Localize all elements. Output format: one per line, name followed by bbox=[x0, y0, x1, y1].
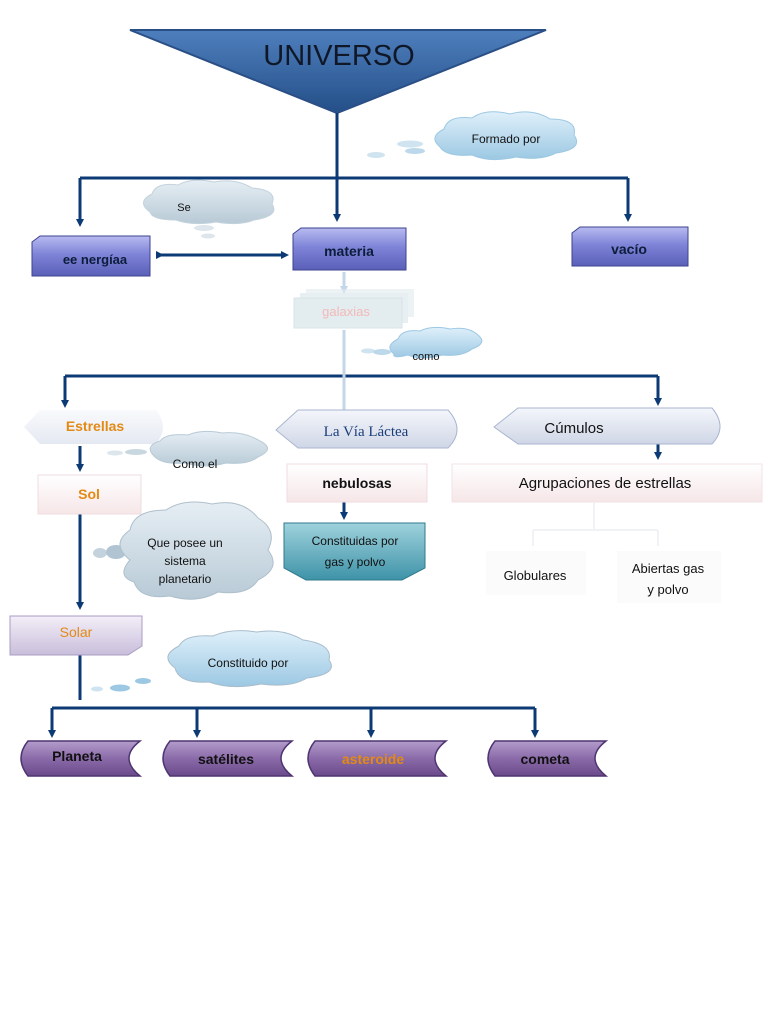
title-triangle: UNIVERSO bbox=[129, 29, 547, 115]
cloud-que-posee-line3: planetario bbox=[159, 572, 212, 586]
node-solar-text: Solar bbox=[60, 624, 93, 640]
node-solar: Solar bbox=[9, 615, 143, 656]
node-asteroide-text: asteroide bbox=[342, 751, 404, 767]
node-constituidas: Constituidas por gas y polvo bbox=[283, 522, 426, 581]
cloud-se: Se bbox=[143, 179, 275, 239]
cloud-como: como bbox=[361, 326, 483, 363]
node-sol-text: Sol bbox=[78, 486, 100, 502]
cloud-que-posee-line1: Que posee un bbox=[147, 536, 222, 550]
node-cumulos-text: Cúmulos bbox=[544, 420, 603, 437]
node-sol: Sol bbox=[37, 474, 142, 515]
node-via-lactea-text: La Vía Láctea bbox=[324, 424, 409, 440]
node-via-lactea: La Vía Láctea bbox=[275, 409, 458, 449]
node-abiertas-line2: y polvo bbox=[647, 582, 688, 597]
node-planeta-text: Planeta bbox=[52, 748, 102, 764]
cloud-constituido-por-text: Constituido por bbox=[208, 656, 289, 670]
node-constituidas-line2: gas y polvo bbox=[325, 555, 386, 569]
connector-lines bbox=[48, 113, 662, 738]
cloud-como-el: Como el bbox=[107, 430, 268, 471]
node-nebulosas: nebulosas bbox=[286, 463, 428, 503]
node-nebulosas-text: nebulosas bbox=[322, 475, 391, 491]
node-asteroide: asteroide bbox=[307, 740, 449, 777]
node-materia: materia bbox=[292, 227, 407, 271]
cloud-constituido-por: Constituido por bbox=[91, 630, 332, 692]
node-energia: ee nergíaa bbox=[31, 235, 151, 277]
node-satelites: satélites bbox=[162, 740, 295, 777]
node-constituidas-line1: Constituidas por bbox=[312, 534, 399, 548]
cloud-formado-por-text: Formado por bbox=[472, 132, 541, 146]
node-galaxias bbox=[293, 289, 414, 329]
node-estrellas: Estrellas bbox=[24, 410, 163, 444]
node-cometa: cometa bbox=[487, 740, 609, 777]
cloud-como-el-text: Como el bbox=[173, 457, 218, 471]
node-agrupaciones: Agrupaciones de estrellas bbox=[451, 463, 763, 503]
cluster-branch-lines bbox=[532, 503, 659, 546]
cloud-se-text: Se bbox=[177, 202, 190, 214]
node-satelites-text: satélites bbox=[198, 751, 254, 767]
node-planeta: Planeta bbox=[20, 740, 143, 777]
node-estrellas-text: Estrellas bbox=[66, 418, 125, 434]
title-text: UNIVERSO bbox=[263, 40, 414, 72]
node-agrupaciones-text: Agrupaciones de estrellas bbox=[519, 475, 692, 492]
node-globulares: Globulares bbox=[486, 551, 586, 595]
node-energia-text: ee nergíaa bbox=[63, 252, 128, 267]
node-vacio-text: vacío bbox=[611, 241, 647, 257]
node-galaxias-text: galaxias bbox=[322, 304, 370, 319]
cloud-que-posee-line2: sistema bbox=[164, 554, 206, 568]
node-abiertas-line1: Abiertas gas bbox=[632, 561, 705, 576]
cloud-que-posee: Que posee un sistema planetario bbox=[93, 501, 274, 600]
node-vacio: vacío bbox=[571, 226, 689, 267]
cloud-formado-por: Formado por bbox=[367, 111, 578, 161]
node-materia-text: materia bbox=[324, 243, 374, 259]
node-cumulos: Cúmulos bbox=[493, 407, 721, 445]
node-abiertas: Abiertas gas y polvo bbox=[617, 551, 721, 603]
node-globulares-text: Globulares bbox=[504, 568, 567, 583]
cloud-como-text: como bbox=[413, 351, 440, 363]
node-cometa-text: cometa bbox=[520, 751, 569, 767]
